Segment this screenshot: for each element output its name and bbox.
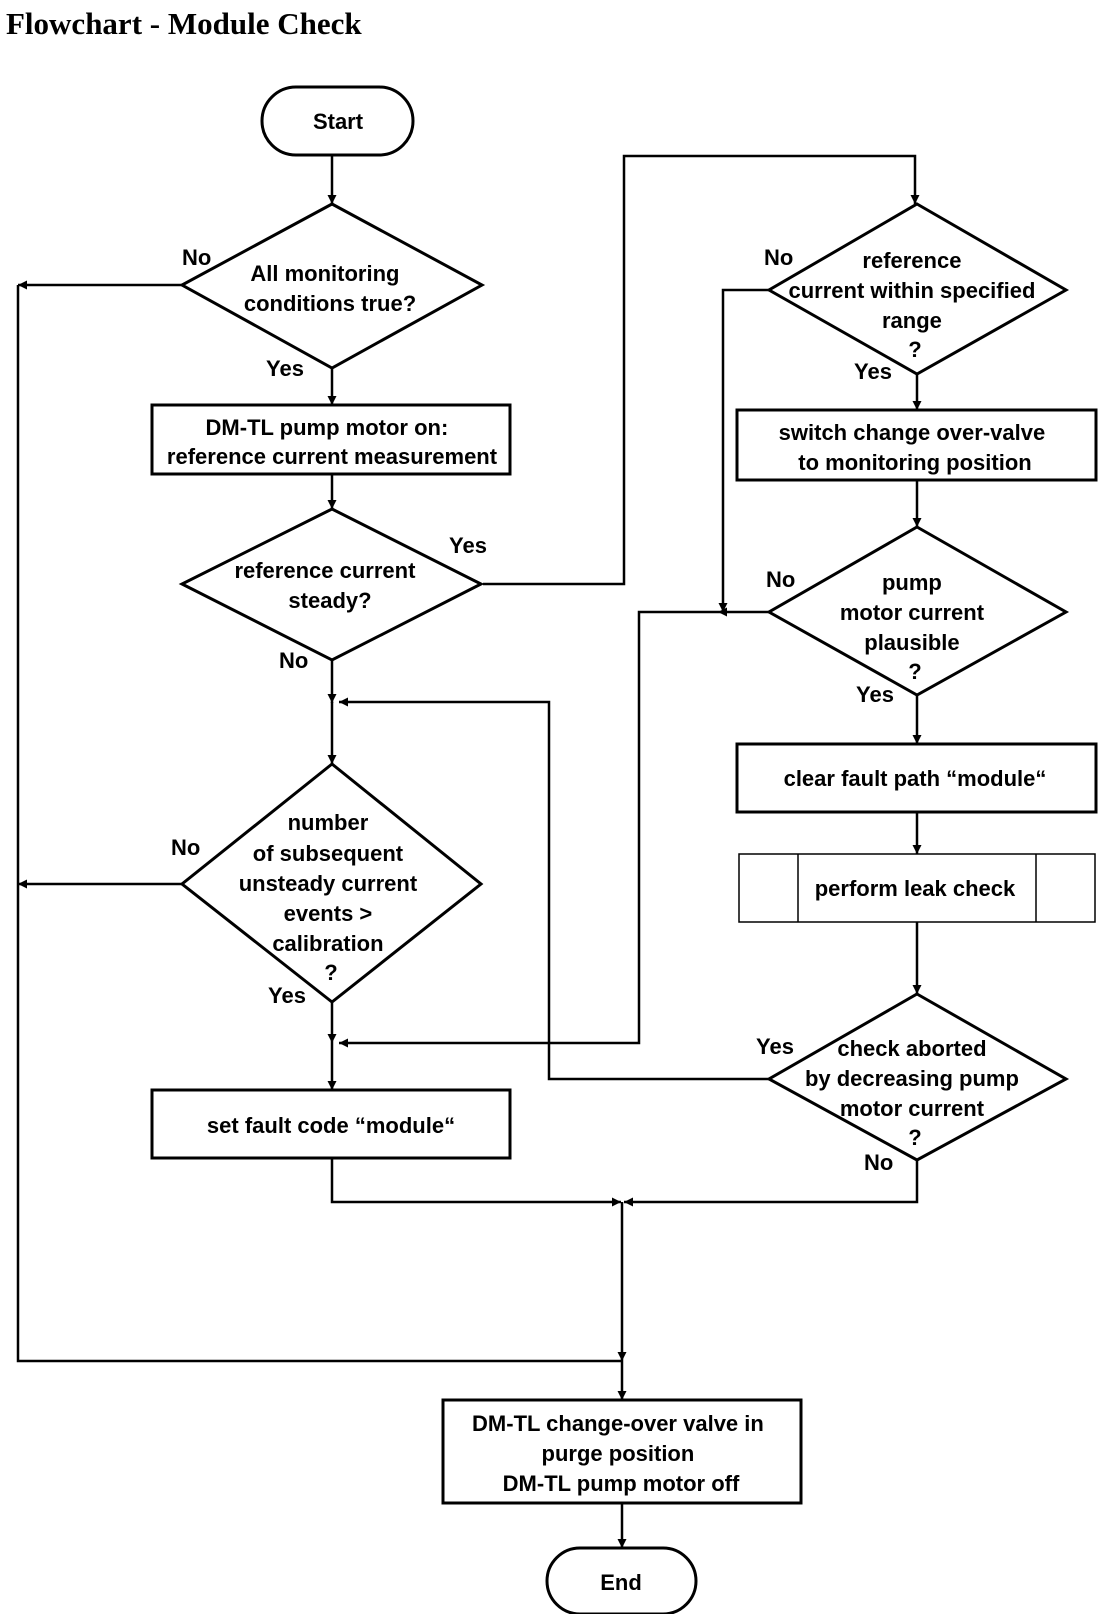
r1-yes-label: Yes xyxy=(854,359,892,384)
d2-no-label: No xyxy=(279,648,308,673)
d1-label: All monitoring conditions true? xyxy=(244,261,416,316)
end-terminal xyxy=(545,1546,698,1614)
p3-label: switch change over-valve to monitoring p… xyxy=(779,420,1052,475)
process-set-fault-code xyxy=(150,1088,512,1160)
r2-no-label: No xyxy=(766,567,795,592)
decision-reference-steady xyxy=(178,507,485,662)
r3-no-label: No xyxy=(864,1150,893,1175)
r3-label: check aborted by decreasing pump motor c… xyxy=(805,1036,1025,1150)
start-terminal xyxy=(260,85,415,157)
d1-yes-label: Yes xyxy=(266,356,304,381)
decision-pump-current-plausible xyxy=(765,525,1070,697)
edge-r3-yes xyxy=(339,697,769,1081)
d3-no-label: No xyxy=(171,835,200,860)
process-pump-motor-on xyxy=(150,403,512,476)
decision-unsteady-events xyxy=(179,762,484,1004)
d3-yes-label: Yes xyxy=(268,983,306,1008)
r2-label: pump motor current plausible ? xyxy=(840,570,990,684)
decision-monitoring-conditions xyxy=(178,202,486,370)
r1-no-label: No xyxy=(764,245,793,270)
p1-label: DM-TL pump motor on: reference current m… xyxy=(167,415,498,469)
p4-label: clear fault path “module“ xyxy=(784,766,1047,791)
d1-no-label: No xyxy=(182,245,211,270)
d2-label: reference current steady? xyxy=(234,558,421,613)
r3-yes-label: Yes xyxy=(756,1034,794,1059)
page-title: Flowchart - Module Check xyxy=(6,6,362,41)
process-clear-fault-path xyxy=(735,742,1098,814)
p2-label: set fault code “module“ xyxy=(207,1113,455,1138)
end-label: End xyxy=(600,1570,642,1595)
edge-r1-no xyxy=(718,288,769,612)
process-dmtl-purge xyxy=(441,1398,803,1505)
edge-r3-no xyxy=(624,1158,919,1207)
start-label: Start xyxy=(313,109,364,134)
process-switch-valve xyxy=(735,408,1098,482)
edge-p2-merge xyxy=(330,1158,621,1207)
d3-label: number of subsequent unsteady current ev… xyxy=(239,810,424,985)
decision-reference-range xyxy=(765,202,1070,376)
p5-label: perform leak check xyxy=(815,876,1016,901)
r1-label: reference current within specified range… xyxy=(788,248,1041,362)
edge-left-bus xyxy=(16,285,622,1363)
edge-d2-yes xyxy=(483,154,920,586)
decision-check-aborted xyxy=(765,992,1070,1162)
d2-yes-label: Yes xyxy=(449,533,487,558)
p6-label: DM-TL change-over valve in purge positio… xyxy=(472,1411,770,1496)
edge-r2-no-to-fault xyxy=(339,610,718,1048)
r2-yes-label: Yes xyxy=(856,682,894,707)
